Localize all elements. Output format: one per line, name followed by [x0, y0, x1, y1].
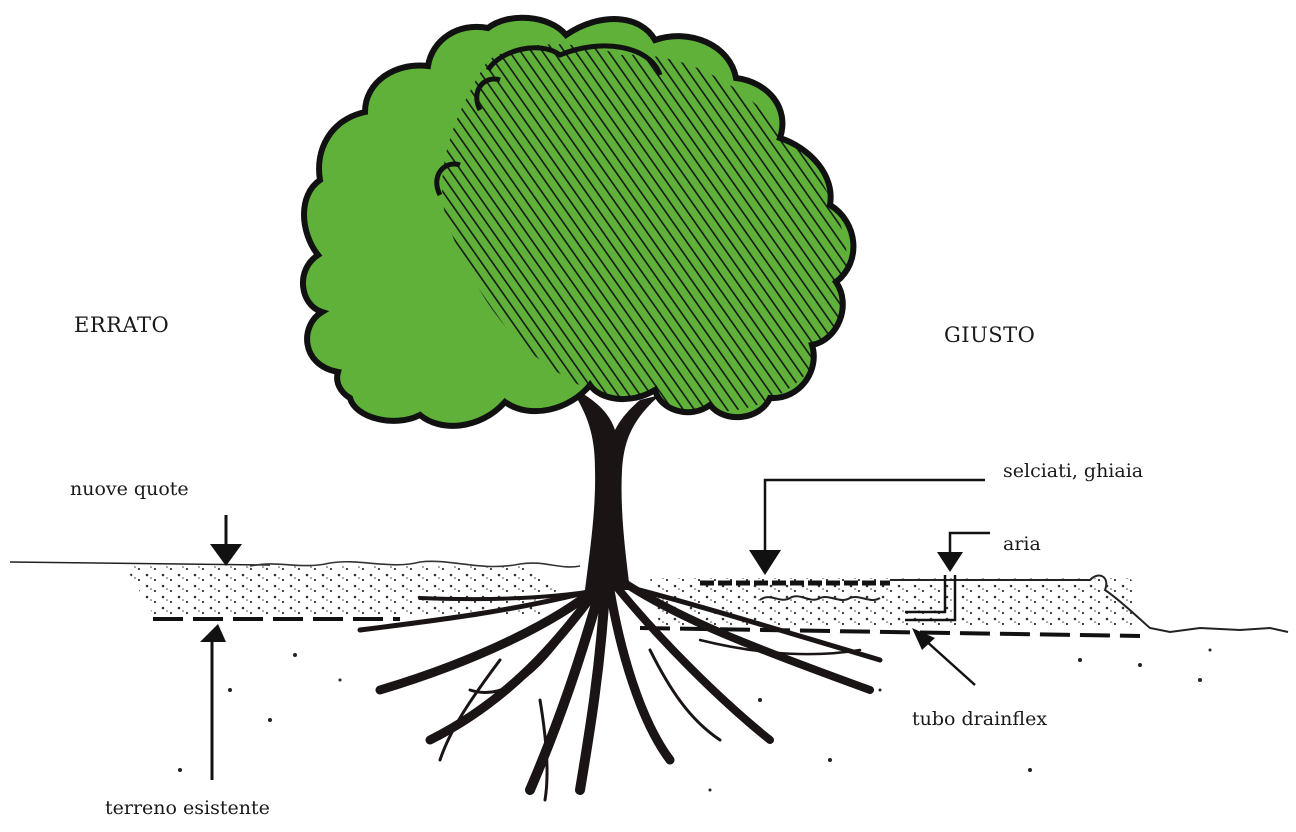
- drainflex-label: tubo drainflex: [912, 708, 1047, 730]
- correct-heading: GIUSTO: [944, 323, 1035, 347]
- tree-trunk: [575, 395, 660, 590]
- new-levels-label: nuove quote: [70, 478, 189, 500]
- drainflex-arrow: [912, 628, 975, 685]
- new-ground-line: [10, 562, 270, 565]
- wrong-heading: ERRATO: [74, 313, 169, 337]
- new-levels-arrow: [210, 515, 242, 566]
- air-arrow: [937, 533, 990, 572]
- existing-soil-arrow: [200, 624, 226, 780]
- existing-soil-label: terreno esistente: [105, 797, 270, 819]
- paving-gravel-label: selciati, ghiaia: [1003, 460, 1143, 482]
- air-label: aria: [1003, 533, 1041, 555]
